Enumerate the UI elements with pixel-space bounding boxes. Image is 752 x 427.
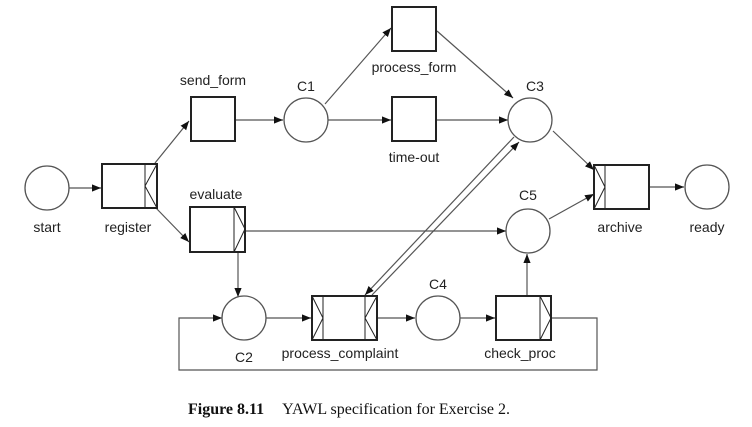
arc-C3-archive <box>552 130 595 171</box>
task-label: send_form <box>180 72 246 88</box>
place-label: C3 <box>526 78 544 94</box>
arc-process_form-C3 <box>436 30 514 99</box>
split-decorator-icon <box>364 295 378 341</box>
task-label: archive <box>597 219 642 235</box>
place-label: C2 <box>235 349 253 365</box>
task-send_form[interactable]: send_form <box>180 72 246 142</box>
place-label: start <box>33 219 60 235</box>
task-label: check_proc <box>484 345 556 361</box>
split-decorator-icon <box>233 206 246 253</box>
arcs <box>69 27 684 371</box>
place-C5[interactable]: C5 <box>505 187 551 254</box>
figure-caption: Figure 8.11 YAWL specification for Exerc… <box>188 401 510 418</box>
place-C1[interactable]: C1 <box>283 78 329 143</box>
arc-register-evaluate <box>154 206 190 243</box>
place-label: C4 <box>429 276 447 292</box>
task-process_form[interactable]: process_form <box>372 6 457 75</box>
place-label: C5 <box>519 187 537 203</box>
join-decorator-icon <box>593 164 606 210</box>
figure-number: Figure 8.11 <box>188 401 264 418</box>
task-label: process_form <box>372 59 457 75</box>
task-time-out[interactable]: time-out <box>389 96 440 165</box>
split-decorator-icon <box>539 295 552 341</box>
place-C2[interactable]: C2 <box>221 295 267 365</box>
place-ready[interactable]: ready <box>684 164 730 235</box>
task-archive[interactable]: archive <box>593 164 650 235</box>
task-register[interactable]: register <box>101 163 158 235</box>
split-decorator-icon <box>144 163 158 209</box>
task-label: time-out <box>389 149 440 165</box>
arc-C5-archive <box>548 193 595 220</box>
arc-check_proc-C2 <box>178 314 598 371</box>
place-C3[interactable]: C3 <box>507 78 553 143</box>
arc-process_complaint-C3 <box>371 141 520 296</box>
place-C4[interactable]: C4 <box>415 276 461 341</box>
arc-C3-process_complaint <box>364 136 515 296</box>
place-label: ready <box>689 219 724 235</box>
task-label: process_complaint <box>282 345 399 361</box>
task-label: register <box>105 219 152 235</box>
task-evaluate[interactable]: evaluate <box>189 186 246 253</box>
task-process_complaint[interactable]: process_complaint <box>282 295 399 361</box>
place-label: C1 <box>297 78 315 94</box>
arc-register-send_form <box>154 120 190 164</box>
figure-caption-text: YAWL specification for Exercise 2. <box>282 401 510 418</box>
arc-C1-process_form <box>324 27 392 105</box>
task-check_proc[interactable]: check_proc <box>484 295 556 361</box>
place-start[interactable]: start <box>24 165 70 235</box>
task-label: evaluate <box>190 186 243 202</box>
join-decorator-icon <box>311 295 324 341</box>
